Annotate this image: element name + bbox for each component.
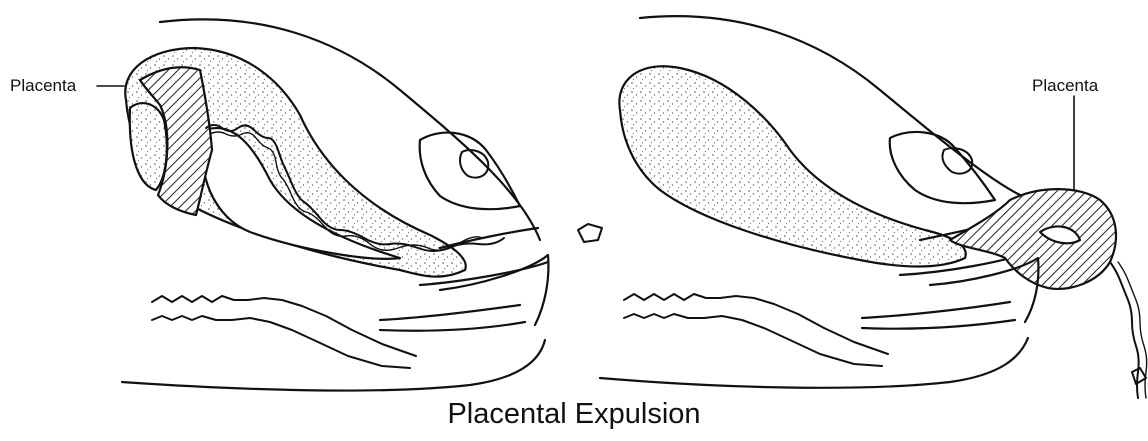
left-bladder [420, 133, 520, 210]
left-rectum [152, 296, 416, 356]
right-placenta [950, 189, 1116, 289]
right-panel [600, 16, 1147, 398]
diagram-caption: Placental Expulsion [0, 398, 1148, 431]
right-perineal-layer-2 [862, 320, 1015, 329]
left-lower-contour [122, 340, 545, 391]
right-rectum [624, 294, 888, 354]
left-cord-clamp [578, 224, 602, 242]
left-panel [97, 19, 602, 390]
left-perineal-layer-2 [380, 322, 525, 331]
right-rectum-lower [624, 314, 882, 366]
left-perineal-layer-1 [380, 305, 520, 320]
right-lower-contour [600, 338, 1028, 388]
right-bladder [890, 132, 995, 203]
left-rectum-lower [152, 316, 410, 368]
right-perineal-layer-1 [862, 302, 1010, 318]
left-placenta-inner [130, 103, 167, 190]
right-uterus [619, 66, 965, 266]
placenta-label-left: Placenta [10, 76, 76, 96]
placenta-label-right: Placenta [1032, 76, 1098, 96]
